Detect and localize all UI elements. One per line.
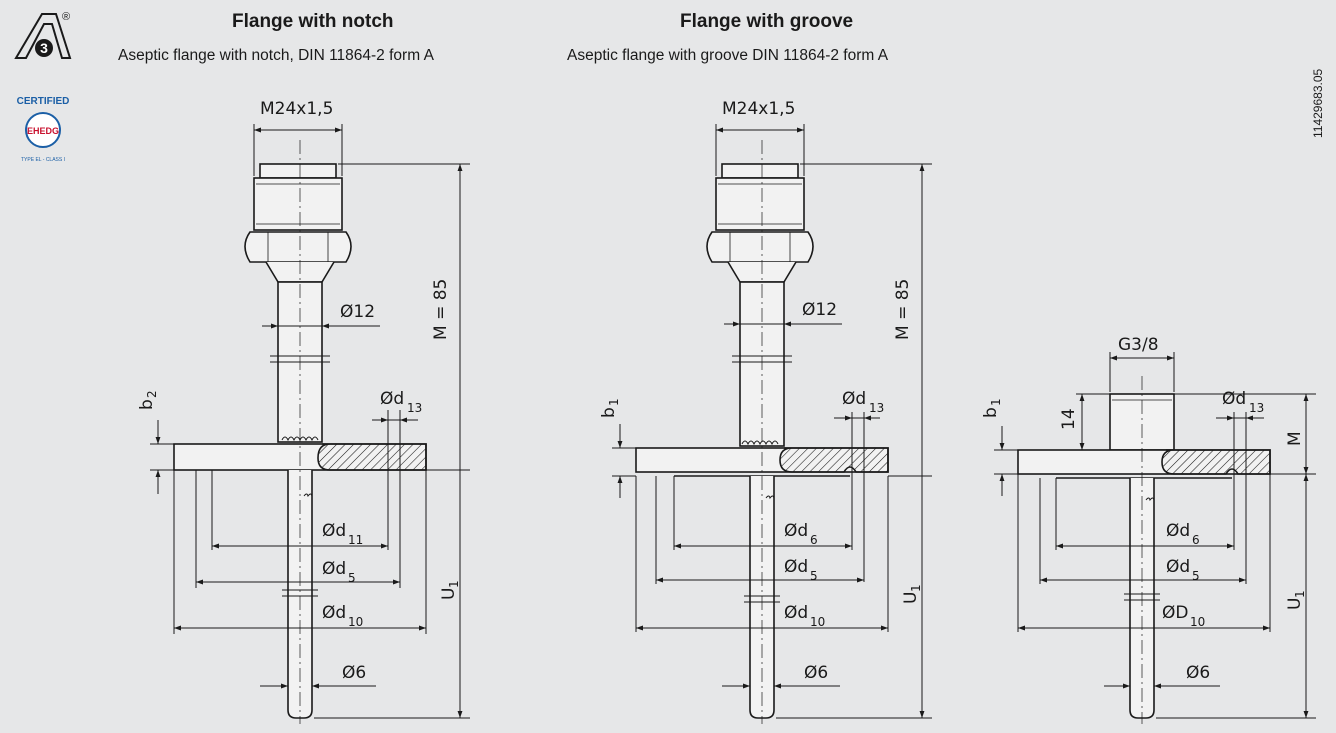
svg-text:TYPE EL - CLASS I: TYPE EL - CLASS I (21, 157, 65, 163)
svg-text:2: 2 (145, 390, 159, 398)
svg-text:13: 13 (869, 401, 884, 415)
document-number: 11429683.05 (1311, 68, 1325, 138)
svg-text:1: 1 (989, 398, 1003, 406)
svg-text:Ø12: Ø12 (802, 300, 837, 320)
svg-text:Ød: Ød (784, 557, 808, 577)
left-subtitle: Aseptic flange with notch, DIN 11864-2 f… (118, 47, 434, 64)
svg-text:U: U (439, 588, 459, 600)
svg-text:Ød: Ød (380, 389, 404, 409)
svg-text:6: 6 (810, 533, 818, 547)
svg-text:b: b (981, 407, 1001, 418)
middle-drawing (635, 140, 889, 724)
svg-text:10: 10 (348, 615, 363, 629)
svg-text:13: 13 (1249, 401, 1264, 415)
a3-logo: 3 ® (14, 11, 72, 59)
svg-text:5: 5 (1192, 569, 1200, 583)
svg-text:Ød: Ød (322, 559, 346, 579)
svg-text:14: 14 (1059, 408, 1079, 430)
svg-text:M24x1,5: M24x1,5 (722, 99, 795, 119)
svg-text:1: 1 (447, 580, 461, 588)
svg-text:3: 3 (40, 40, 48, 56)
svg-text:Ød: Ød (1222, 389, 1246, 409)
svg-text:1: 1 (607, 398, 621, 406)
svg-text:Ød: Ød (1166, 557, 1190, 577)
svg-text:M = 85: M = 85 (431, 279, 451, 340)
svg-text:b: b (137, 399, 157, 410)
svg-text:Ød: Ød (322, 603, 346, 623)
left-title: Flange with notch (232, 11, 394, 32)
svg-text:CERTIFIED: CERTIFIED (17, 96, 70, 107)
svg-text:M24x1,5: M24x1,5 (260, 99, 333, 119)
svg-text:M: M (1285, 431, 1305, 446)
svg-text:U: U (901, 592, 921, 604)
svg-text:b: b (599, 407, 619, 418)
svg-text:1: 1 (1293, 590, 1307, 598)
svg-text:5: 5 (810, 569, 818, 583)
left-dimensions (150, 124, 470, 719)
svg-text:U: U (1285, 598, 1305, 610)
left-labels: M24x1,5 Ø12 M = 85 b 2 Ød 13 Ød 11 Ød 5 … (137, 99, 461, 683)
svg-text:6: 6 (1192, 533, 1200, 547)
middle-subtitle: Aseptic flange with groove DIN 11864-2 f… (567, 47, 889, 64)
middle-dimensions (612, 124, 932, 719)
svg-text:5: 5 (348, 571, 356, 585)
svg-text:Ød: Ød (784, 521, 808, 541)
right-dimensions (994, 352, 1316, 719)
svg-text:13: 13 (407, 401, 422, 415)
svg-text:G3/8: G3/8 (1118, 335, 1159, 355)
svg-text:M = 85: M = 85 (893, 279, 913, 340)
svg-text:11: 11 (348, 533, 363, 547)
svg-text:EHEDG: EHEDG (27, 126, 59, 136)
svg-text:10: 10 (810, 615, 825, 629)
svg-text:Ød: Ød (842, 389, 866, 409)
svg-text:1: 1 (909, 584, 923, 592)
svg-text:Ø6: Ø6 (1186, 663, 1210, 683)
svg-text:Ød: Ød (1166, 521, 1190, 541)
svg-text:Ød: Ød (784, 603, 808, 623)
svg-text:Ø12: Ø12 (340, 302, 375, 322)
svg-text:®: ® (62, 11, 70, 23)
svg-text:Ø6: Ø6 (804, 663, 828, 683)
middle-labels: M24x1,5 Ø12 M = 85 b 1 Ød 13 Ød 6 Ød 5 Ø… (599, 99, 923, 683)
svg-text:ØD: ØD (1162, 603, 1188, 623)
svg-text:Ød: Ød (322, 521, 346, 541)
svg-text:10: 10 (1190, 615, 1205, 629)
svg-text:Ø6: Ø6 (342, 663, 366, 683)
right-drawing (1017, 376, 1271, 724)
right-labels: G3/8 14 b 1 Ød 13 M Ød 6 Ød 5 ØD 10 U 1 … (981, 335, 1307, 683)
middle-title: Flange with groove (680, 11, 854, 32)
ehedg-logo: CERTIFIED EHEDG TYPE EL - CLASS I (17, 96, 70, 163)
